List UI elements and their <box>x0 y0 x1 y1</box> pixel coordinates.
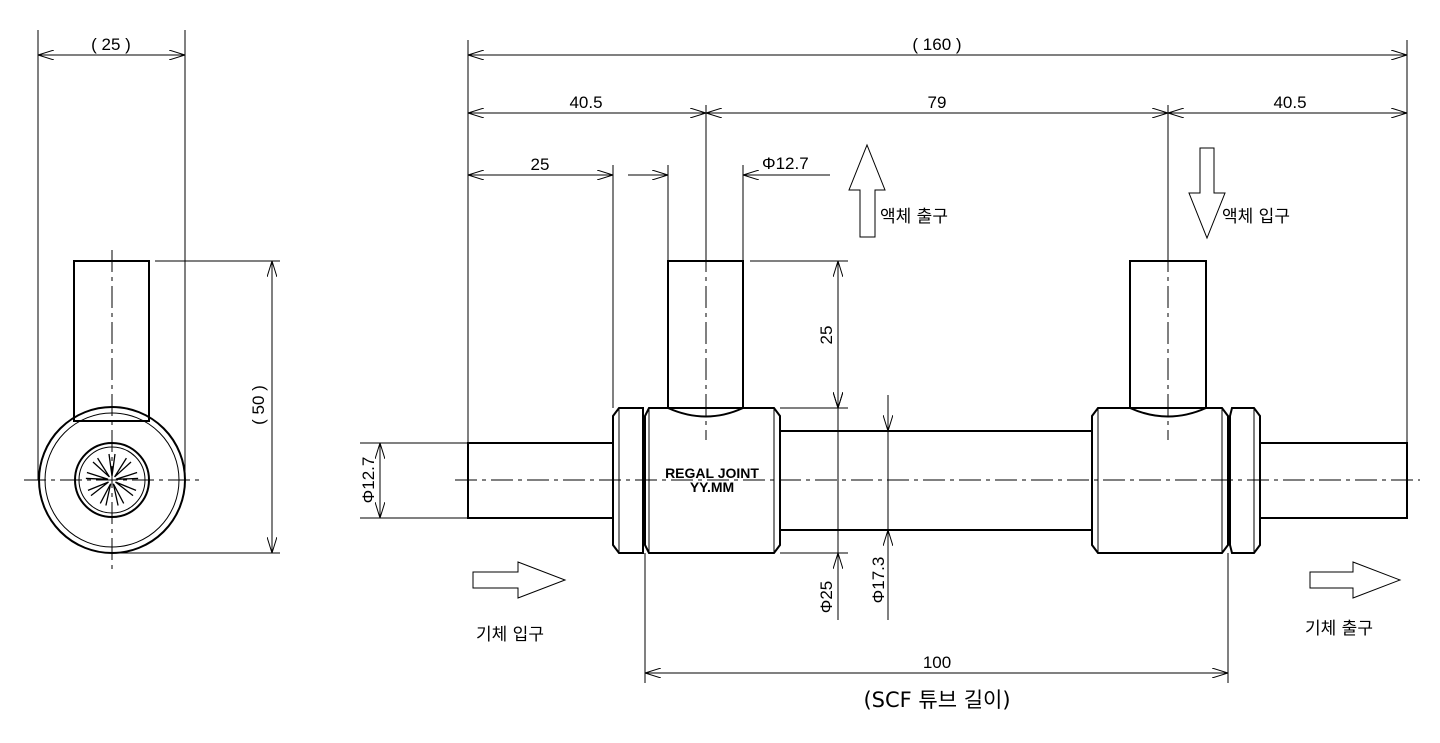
front-view: ( 160 ) 40.5 79 40.5 25 Φ12.7 REGAL JOIN… <box>359 35 1420 712</box>
body-diameter-dimension: Φ25 <box>817 581 836 613</box>
port-spacing-dimension: 79 <box>928 93 947 112</box>
gas-outlet-label: 기체 출구 <box>1305 619 1373 639</box>
scf-length-caption: (SCF 튜브 길이) <box>863 688 1010 712</box>
scf-tube-diameter-dimension: Φ17.3 <box>869 557 888 604</box>
side-height-dimension: ( 50 ) <box>249 385 268 425</box>
main-tube-diameter-dimension: Φ12.7 <box>359 457 378 504</box>
side-view: ( 25 ) ( 50 ) <box>24 30 280 570</box>
side-width-dimension: ( 25 ) <box>91 35 131 54</box>
body-marking-date: YY.MM <box>690 479 734 495</box>
port-height-dimension: 25 <box>817 326 836 345</box>
arrow-right-icon <box>472 561 567 599</box>
arrow-up-icon <box>848 143 886 238</box>
left-joint: REGAL JOINT YY.MM <box>612 407 781 554</box>
left-offset-dimension: 40.5 <box>569 93 602 112</box>
liquid-inlet-label: 액체 입구 <box>1222 207 1290 227</box>
left-tube-dimension: 25 <box>531 155 550 174</box>
flow-arrows: 액체 출구 액체 입구 기체 입구 기체 출구 <box>472 143 1402 645</box>
arrow-right-icon <box>1309 561 1402 599</box>
liquid-outlet-label: 액체 출구 <box>880 207 948 227</box>
gas-inlet-label: 기체 입구 <box>476 625 544 645</box>
arrow-down-icon <box>1188 147 1226 240</box>
overall-length-dimension: ( 160 ) <box>912 35 961 54</box>
body-marking-brand: REGAL JOINT <box>665 465 759 481</box>
port-diameter-dimension: Φ12.7 <box>762 154 809 173</box>
right-offset-dimension: 40.5 <box>1273 93 1306 112</box>
scf-length-dimension: 100 <box>923 653 951 672</box>
